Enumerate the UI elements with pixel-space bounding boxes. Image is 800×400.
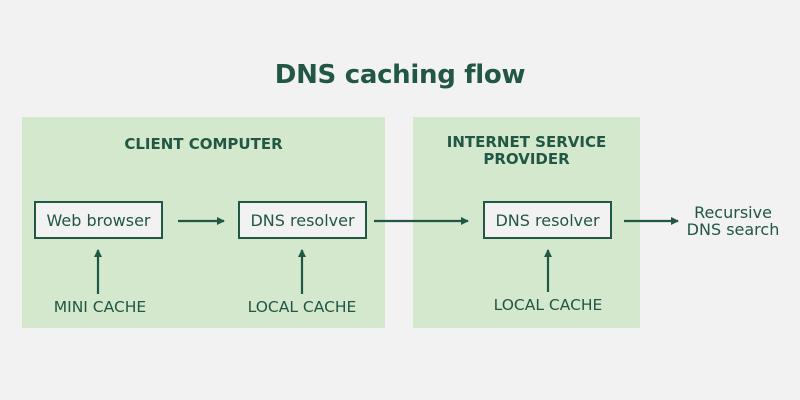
web-browser-node: Web browser — [34, 201, 163, 239]
client-computer-title: CLIENT COMPUTER — [124, 135, 283, 153]
isp-title: INTERNET SERVICE PROVIDER — [413, 134, 640, 168]
isp-title-line2: PROVIDER — [483, 150, 570, 168]
client-local-cache-label: LOCAL CACHE — [247, 298, 357, 316]
recursive-dns-search-line2: DNS search — [686, 220, 780, 239]
recursive-dns-search-line1: Recursive — [694, 203, 772, 222]
isp-dns-resolver-node: DNS resolver — [483, 201, 612, 239]
client-dns-resolver-node: DNS resolver — [238, 201, 367, 239]
isp-title-line1: INTERNET SERVICE — [446, 133, 607, 151]
isp-local-cache-label: LOCAL CACHE — [493, 296, 603, 314]
mini-cache-label: MINI CACHE — [53, 298, 147, 316]
diagram-title: DNS caching flow — [274, 60, 526, 90]
recursive-dns-search-label: Recursive DNS search — [678, 204, 788, 238]
